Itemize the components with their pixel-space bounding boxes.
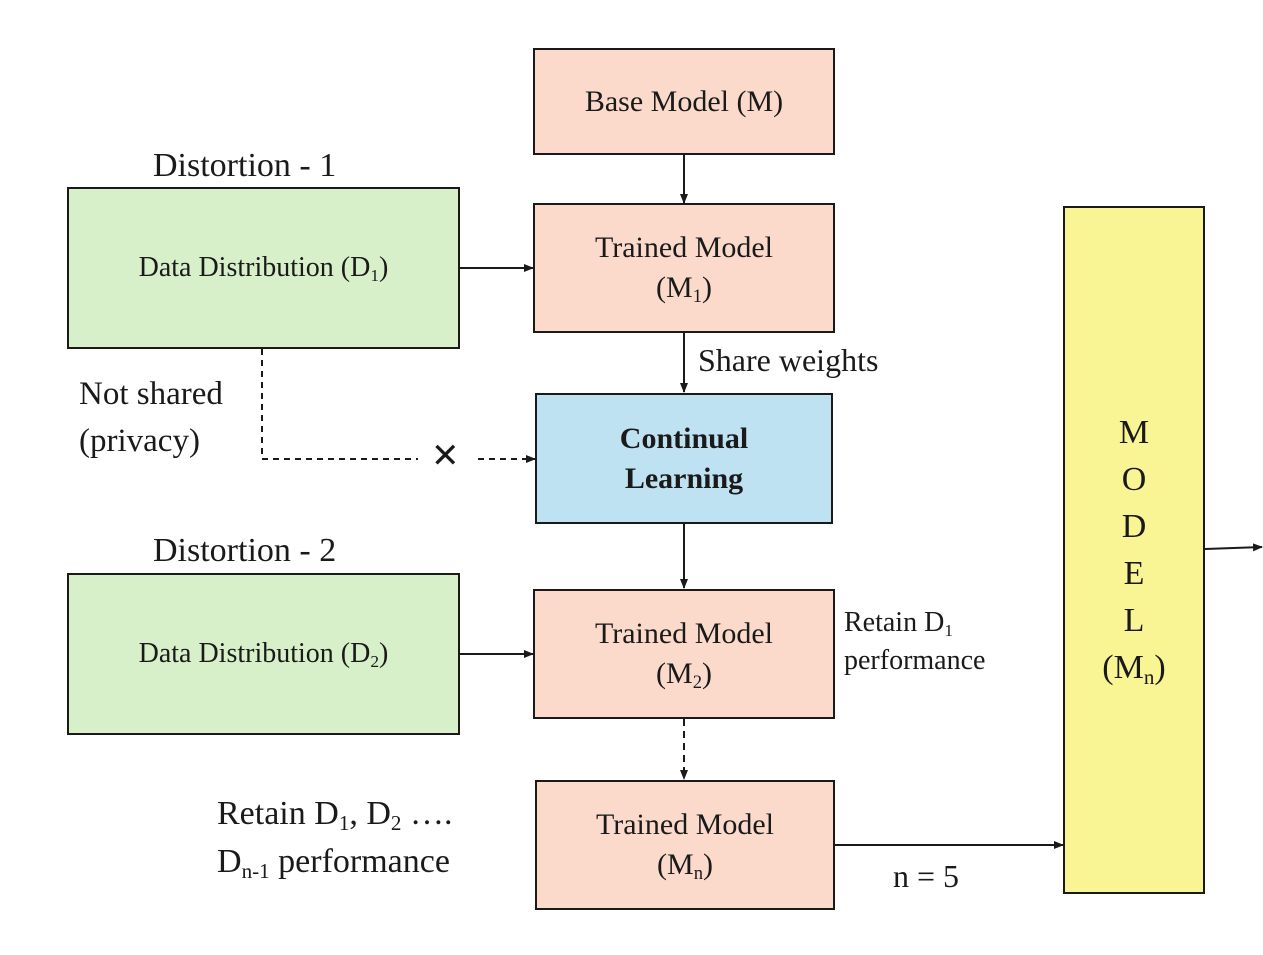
data-distribution-1-label: Data Distribution (D1): [138, 252, 389, 285]
final-model-letter: L: [1123, 602, 1145, 639]
data-distribution-2-label: Data Distribution (D2): [138, 638, 389, 671]
trained-model-n-box: Trained Model (Mn): [535, 780, 835, 910]
arrow-final-out: [1204, 543, 1263, 552]
trained-model-1-title: Trained Model: [594, 231, 774, 264]
final-model-label: M O D E L (Mn): [1102, 409, 1165, 691]
final-model-id: (Mn): [1102, 649, 1166, 689]
trained-model-1-box: Trained Model (M1): [533, 203, 835, 333]
trained-model-2-id: (M2): [656, 657, 712, 694]
data-distribution-1-box: Data Distribution (D1): [67, 187, 460, 349]
final-model-letter: D: [1121, 508, 1147, 545]
dashed-d1-to-continual: [261, 349, 418, 460]
trained-model-2-title: Trained Model: [594, 617, 774, 650]
continual-learning-line2: Learning: [624, 461, 744, 495]
data-distribution-2-box: Data Distribution (D2): [67, 573, 460, 735]
continual-learning-line1: Continual: [619, 421, 749, 455]
final-model-letter: M: [1118, 414, 1150, 451]
final-model-letter: O: [1121, 461, 1147, 498]
base-model-label: Base Model (M): [584, 84, 784, 118]
blocked-x-icon: ✕: [431, 436, 460, 476]
trained-model-n-id: (Mn): [657, 848, 713, 885]
trained-model-1-id: (M1): [656, 271, 712, 308]
retain-all-label: Retain D1, D2 …. Dn-1 performance: [217, 795, 453, 883]
not-shared-label: Not shared (privacy): [79, 376, 223, 459]
continual-learning-box: Continual Learning: [535, 393, 833, 524]
retain-d1-label: Retain D1 performance: [844, 607, 986, 676]
share-weights-label: Share weights: [698, 342, 879, 378]
n-equals-label: n = 5: [893, 858, 960, 894]
trained-model-n-title: Trained Model: [595, 808, 775, 841]
trained-model-2-box: Trained Model (M2): [533, 589, 835, 719]
distortion-1-label: Distortion - 1: [153, 147, 337, 184]
base-model-box: Base Model (M): [533, 48, 835, 155]
final-model-letter: E: [1123, 555, 1145, 592]
distortion-2-label: Distortion - 2: [153, 532, 337, 569]
final-model-box: M O D E L (Mn): [1063, 206, 1205, 894]
